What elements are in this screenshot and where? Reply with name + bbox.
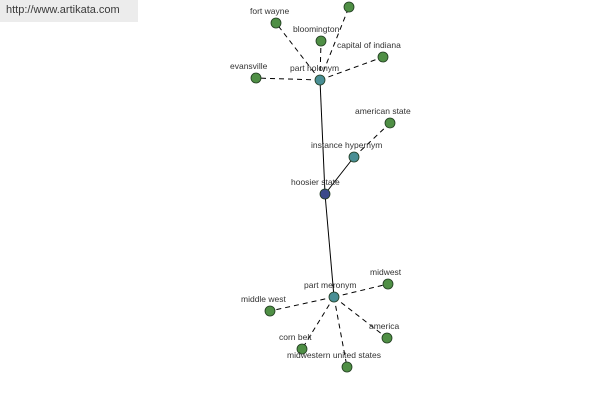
edge-holonym-bloomington [319,40,322,81]
node-top[interactable] [343,1,355,13]
graph-edges [255,6,391,368]
edge-hoosier-hypernym [324,156,355,195]
label-midwesternus: midwestern united states [287,350,381,360]
node-evansville[interactable] [250,72,262,84]
label-america: america [369,321,400,331]
node-holonym[interactable] [314,74,326,86]
label-fortwayne: fort wayne [250,6,289,16]
node-middlewest[interactable] [264,305,276,317]
node-bloomington[interactable] [315,35,327,47]
edge-meronym-midwest [333,283,389,298]
edge-meronym-america [333,296,388,339]
edge-meronym-cornbelt [301,296,335,350]
label-cornbelt: corn belt [279,332,312,342]
label-bloomington: bloomington [293,24,340,34]
edge-holonym-top [319,6,350,81]
node-midwest[interactable] [382,278,394,290]
label-meronym: part meronym [304,280,356,290]
graph-labels: hoosier state part holonym instance hypern… [230,6,411,360]
edge-holonym-capital [319,56,384,81]
node-midwesternus[interactable] [341,361,353,373]
node-american[interactable] [384,117,396,129]
label-american: american state [355,106,411,116]
node-hypernym[interactable] [348,151,360,163]
graph-nodes [250,1,396,373]
edge-hoosier-meronym [324,193,335,298]
edge-meronym-middlewest [269,296,335,312]
edge-hoosier-holonym [319,79,326,195]
label-evansville: evansville [230,61,268,71]
label-middlewest: middle west [241,294,287,304]
node-meronym[interactable] [328,291,340,303]
label-midwest: midwest [370,267,402,277]
edge-meronym-midwesternus [333,296,348,368]
label-hoosier: hoosier state [291,177,340,187]
banner-url-text[interactable]: http://www.artikata.com [6,4,120,16]
node-cornbelt[interactable] [296,343,308,355]
label-capital: capital of indiana [337,40,401,50]
node-america[interactable] [381,332,393,344]
artikata-banner[interactable]: http://www.artikata.com [0,0,138,22]
node-fortwayne[interactable] [270,17,282,29]
edge-holonym-fortwayne [275,22,321,81]
edge-holonym-evansville [255,77,321,81]
node-hoosier[interactable] [319,188,331,200]
node-capital[interactable] [377,51,389,63]
label-holonym: part holonym [290,63,339,73]
label-hypernym: instance hypernym [311,140,382,150]
